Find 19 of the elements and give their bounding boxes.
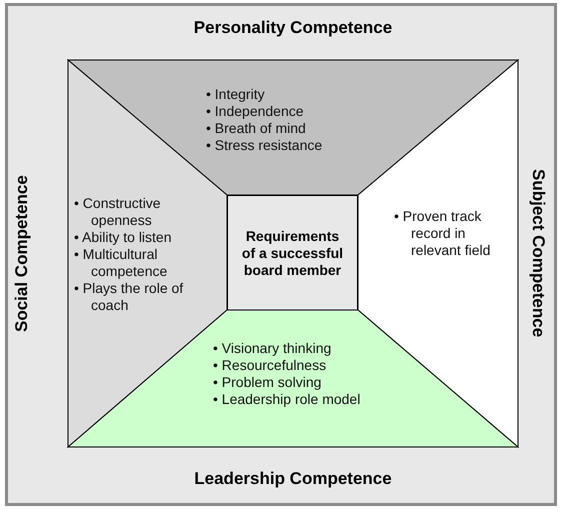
bullet-item: • Proven track record in relevant field — [394, 208, 492, 259]
bullet-item: • Stress resistance — [206, 137, 324, 154]
center-title: Requirements of a successful board member — [240, 228, 344, 278]
section-heading: Social Competence — [12, 174, 32, 334]
bullet-item: • Integrity — [206, 86, 266, 103]
bullet-item: • Constructive openness — [74, 195, 162, 229]
section-heading: Personality Competence — [192, 18, 394, 38]
bullet-item: • Problem solving — [213, 374, 322, 391]
center-box — [227, 195, 358, 311]
bullet-item: • Visionary thinking — [213, 340, 332, 357]
bullet-item: • Resourcefulness — [213, 357, 328, 374]
bullet-item: • Leadership role model — [213, 391, 362, 408]
bullet-item: • Plays the role of coach — [74, 280, 184, 314]
bullet-item: • Multicultural competence — [74, 246, 168, 280]
section-heading: Subject Competence — [528, 168, 548, 340]
bullet-item: • Breath of mind — [206, 120, 307, 137]
bullet-item: • Ability to listen — [74, 229, 173, 246]
bullet-item: • Independence — [206, 103, 305, 120]
section-heading: Leadership Competence — [193, 469, 393, 489]
